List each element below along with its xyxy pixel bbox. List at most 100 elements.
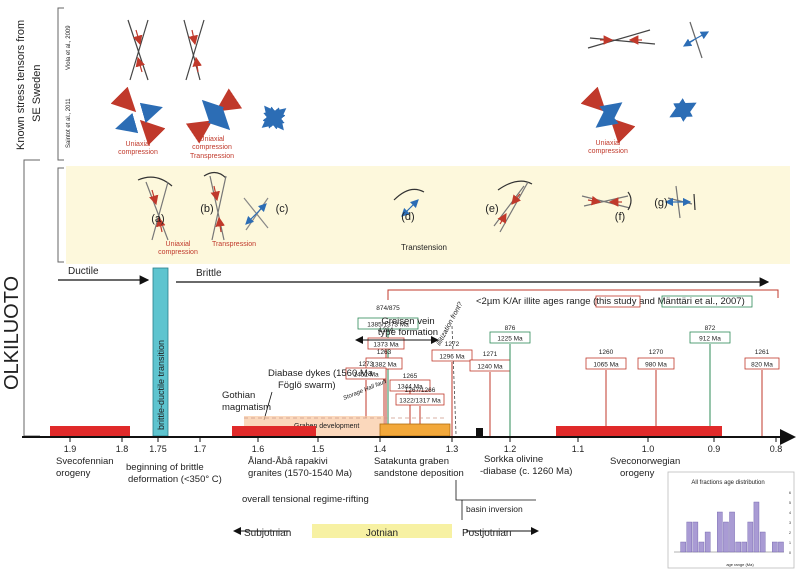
illite-age-box: [367, 337, 405, 350]
illite-sample-id: 1264: [379, 327, 394, 334]
diabase-label-2: Föglö swarm): [278, 380, 336, 391]
axis-tick-label: 1.0: [642, 444, 655, 454]
svecofennian-bar: [50, 426, 130, 436]
viola-glyph-1: [127, 19, 149, 81]
histogram-bar: [723, 521, 729, 553]
histogram-ytick: 1: [789, 540, 792, 545]
beginning-label-2: deformation (<350° C): [128, 474, 222, 485]
sveconorwegian-label-2: orogeny: [620, 468, 655, 479]
uniaxial-label-1: Uniaxial: [126, 141, 151, 148]
compression-label-3: compression: [588, 148, 628, 155]
known-tensors-label-2: SE Sweden: [31, 65, 43, 122]
axis-tick-label: 1.2: [504, 444, 517, 454]
jotnian-label: Jotnian: [366, 528, 398, 539]
uniaxial-label-2: Uniaxial: [200, 136, 225, 143]
histogram-bar: [686, 521, 693, 553]
transpression-label-top: Transpression: [190, 153, 234, 160]
label-d: (d): [401, 211, 414, 223]
histogram-bar: [729, 511, 735, 553]
axis-tick-label: 1.75: [149, 444, 167, 454]
gothian-label-1: Gothian: [222, 390, 255, 401]
illite-age-box: [637, 357, 675, 370]
label-f: (f): [615, 211, 625, 223]
illite-age-box: [744, 357, 780, 370]
panel-compression-label: compression: [158, 249, 198, 256]
illite-age-value: 1344 Ma: [397, 384, 423, 391]
illite-age-box: [389, 379, 431, 392]
panel-uniaxial-label: Uniaxial: [166, 241, 191, 248]
satakunta-label-1: Satakunta graben: [374, 456, 449, 467]
satakunta-label-2: sandstone deposition: [374, 468, 464, 479]
saintot-glyph-3: [261, 105, 287, 131]
histogram-bar: [772, 541, 778, 553]
glyph-e: [493, 180, 533, 233]
illite-sample-id: 1273: [359, 361, 374, 368]
aland-label-2: granites (1570-1540 Ma): [248, 468, 352, 479]
graben-label: Graben development: [294, 423, 359, 430]
label-e: (e): [485, 203, 498, 215]
glyph-g: [664, 185, 696, 219]
inversion-label: basin inversion: [466, 504, 523, 514]
glyph-d: [393, 188, 425, 217]
olkiluoto-label: OLKILUOTO: [1, 276, 23, 390]
axis-tick-label: 1.8: [116, 444, 129, 454]
histogram-inset: All fractions age distribution age range…: [667, 471, 795, 569]
saintot-glyph-2: [185, 88, 243, 144]
manttari-box: [661, 295, 753, 308]
histogram-bar: [753, 501, 760, 553]
glyph-c: [243, 197, 269, 231]
svecofennian-label-1: Svecofennian: [56, 456, 114, 467]
illite-age-value: 820 Ma: [751, 362, 773, 369]
diabase-label-1: Diabase dykes (1560 Ma: [268, 368, 374, 379]
label-b: (b): [200, 203, 213, 215]
compression-label-1: compression: [118, 149, 158, 156]
jotnian-band: [312, 524, 452, 538]
viola-glyph-3: [587, 29, 656, 49]
histogram-bar: [778, 541, 784, 553]
label-a: (a): [151, 213, 164, 225]
illite-sample-id: 872: [705, 325, 716, 332]
satakunta-bar: [379, 423, 451, 437]
histogram-bar: [698, 541, 705, 553]
olkiluoto-glyphs: [137, 171, 696, 241]
viola-stress-glyphs: [127, 19, 710, 81]
illite-age-box: [585, 357, 627, 370]
axis-tick-label: 0.8: [770, 444, 783, 454]
histogram-ytick: 3: [789, 520, 792, 525]
axis-tick-label: 0.9: [708, 444, 721, 454]
known-bracket: [57, 7, 64, 161]
histogram-ytick: 6: [789, 490, 792, 495]
illite-bracket: [387, 289, 779, 300]
illite-age-value: 1385/1373 Ma: [367, 322, 409, 329]
illite-age-box: [689, 331, 731, 344]
illite-sample-id: 1271: [483, 351, 498, 358]
aland-label-1: Åland-Åbå rapakivi: [248, 456, 328, 467]
glyph-f: [581, 191, 632, 211]
illite-age-value: 1296 Ma: [439, 354, 465, 361]
axis-tick-label: 1.1: [572, 444, 585, 454]
illitization-front-line: [451, 325, 457, 435]
illite-age-value: 1382 Ma: [371, 362, 397, 369]
illite-age-box: [345, 367, 387, 380]
sveconorwegian-label-1: Sveconorwegian: [610, 456, 680, 467]
illite-sample-id: 1263: [377, 349, 392, 356]
illite-sample-id: 1260: [599, 349, 614, 356]
viola-glyph-2: [183, 19, 205, 81]
histogram-title: All fractions age distribution: [691, 480, 764, 486]
histogram-bar: [741, 541, 748, 553]
postjotnian-label: Postjotnian: [462, 528, 511, 539]
axis-tick-label: 1.3: [446, 444, 459, 454]
histogram-bar: [735, 541, 741, 553]
diabase-pointer: [263, 391, 273, 421]
inversion-bracket: [455, 480, 536, 501]
axis-tick-label: 1.9: [64, 444, 77, 454]
subjotnian-label: Subjotnian: [244, 528, 291, 539]
saintot-stress-glyphs: [110, 86, 697, 146]
glyph-b: [203, 171, 227, 241]
label-c: (c): [276, 203, 289, 215]
illite-age-value: 912 Ma: [699, 336, 721, 343]
histogram-bar: [692, 521, 699, 553]
